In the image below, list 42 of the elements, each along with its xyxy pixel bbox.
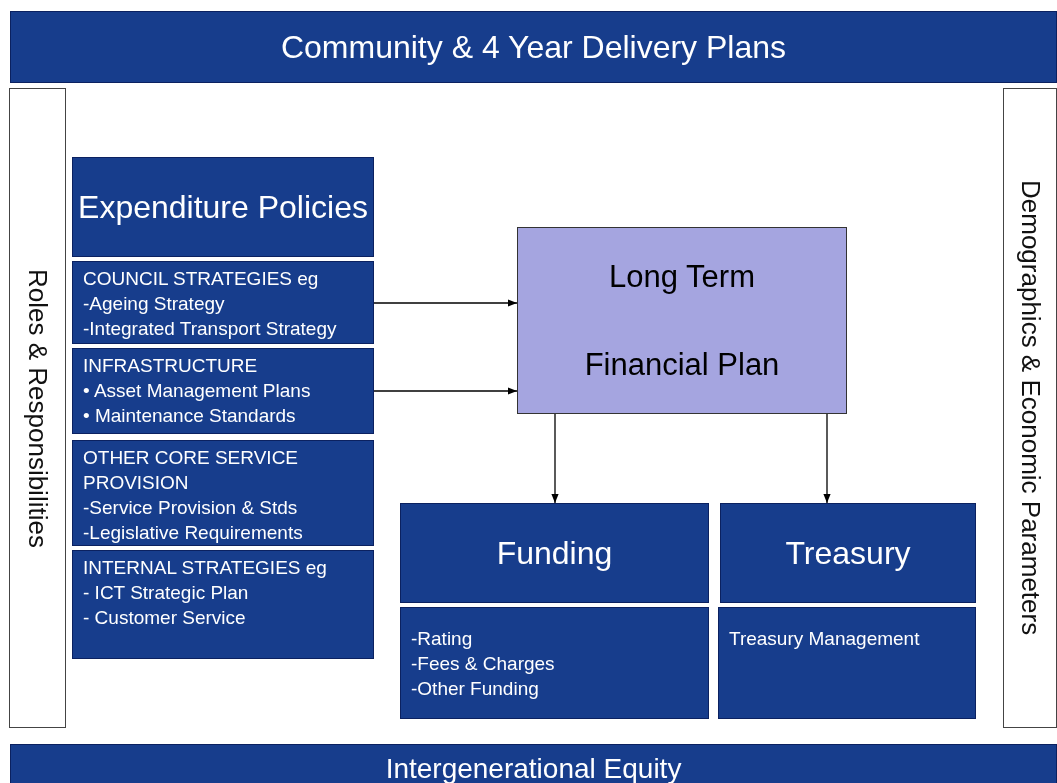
box-heading: OTHER CORE SERVICE PROVISION bbox=[83, 446, 300, 495]
list-item: -Service Provision & Stds bbox=[83, 496, 299, 520]
box-heading: INTERNAL STRATEGIES eg bbox=[83, 556, 328, 580]
list-item: -Legislative Requirements bbox=[83, 521, 304, 545]
list-item: -Integrated Transport Strategy bbox=[83, 317, 338, 341]
panel-label: Roles & Responsibilities bbox=[22, 268, 53, 548]
box-heading: Expenditure Policies bbox=[78, 188, 368, 227]
panel-label: Demographics & Economic Parameters bbox=[1014, 180, 1046, 636]
list-item: -Other Funding bbox=[411, 677, 540, 701]
list-item: -Fees & Charges bbox=[411, 652, 556, 676]
arrow bbox=[373, 387, 518, 395]
title-banner bbox=[10, 11, 1057, 83]
plan-box bbox=[517, 227, 847, 414]
side-panel bbox=[9, 88, 66, 728]
policy-box bbox=[72, 348, 374, 434]
arrow bbox=[373, 299, 518, 307]
list-item: - ICT Strategic Plan bbox=[83, 581, 250, 605]
policy-box bbox=[72, 440, 374, 546]
side-panel bbox=[1003, 88, 1057, 728]
detail-box bbox=[400, 607, 709, 719]
list-item: • Maintenance Standards bbox=[83, 404, 297, 428]
plan-title: Long Term Financial Plan bbox=[583, 257, 781, 384]
arrow bbox=[551, 413, 559, 504]
heading-box bbox=[720, 503, 976, 603]
heading-box bbox=[400, 503, 709, 603]
box-heading: -Rating bbox=[411, 627, 474, 651]
detail-box bbox=[718, 607, 976, 719]
list-item: • Asset Management Plans bbox=[83, 379, 312, 403]
banner-title: Intergenerational Equity bbox=[385, 753, 682, 783]
list-item: - Customer Service bbox=[83, 606, 247, 630]
box-heading: Funding bbox=[496, 534, 613, 572]
box-heading: INFRASTRUCTURE bbox=[83, 354, 259, 378]
box-heading: Treasury Management bbox=[729, 627, 921, 651]
footer-banner bbox=[10, 744, 1057, 783]
arrow bbox=[823, 413, 831, 504]
box-heading: Treasury bbox=[785, 534, 911, 572]
policy-box bbox=[72, 550, 374, 659]
banner-title: Community & 4 Year Delivery Plans bbox=[280, 28, 787, 66]
policy-box bbox=[72, 261, 374, 344]
list-item: -Ageing Strategy bbox=[83, 292, 226, 316]
heading-box bbox=[72, 157, 374, 257]
box-heading: COUNCIL STRATEGIES eg bbox=[83, 267, 320, 291]
